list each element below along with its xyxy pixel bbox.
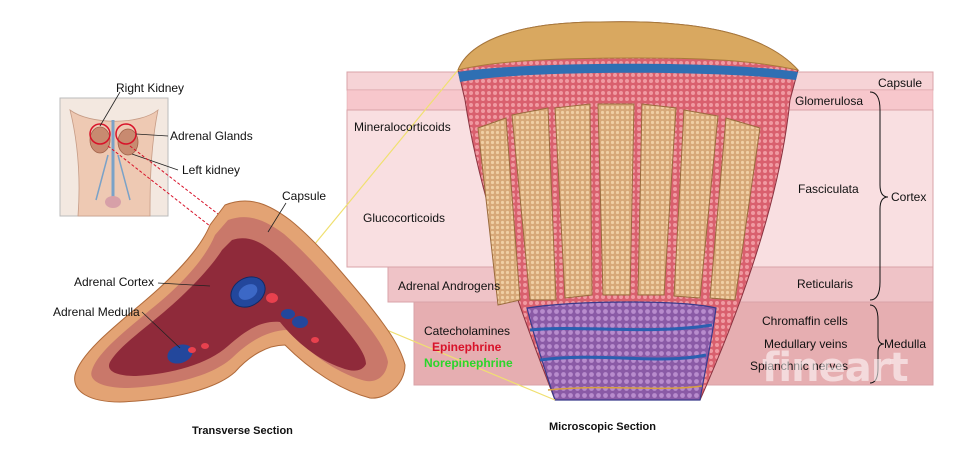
label-transverse-capsule: Capsule xyxy=(282,189,327,203)
label-adrenal-medulla: Adrenal Medulla xyxy=(53,305,140,319)
inset-dotted-1 xyxy=(107,145,211,227)
pointer-cortex xyxy=(157,282,211,287)
pointer-medulla xyxy=(141,311,181,349)
label-zone-glomerulosa: Glomerulosa xyxy=(795,94,864,108)
label-zone-capsule: Capsule xyxy=(878,76,923,90)
label-epinephrine: Epinephrine xyxy=(432,340,502,354)
pointer-capsule xyxy=(267,202,287,233)
medulla-bracket xyxy=(869,304,885,384)
caption-transverse-section: Transverse Section xyxy=(192,425,293,437)
microscopic-tissue xyxy=(457,21,800,401)
label-right-kidney: Right Kidney xyxy=(116,81,185,95)
label-glucocorticoids: Glucocorticoids xyxy=(363,211,446,225)
label-adrenal-glands: Adrenal Glands xyxy=(170,129,253,143)
label-mineralocorticoids: Mineralocorticoids xyxy=(354,120,451,134)
label-zone-reticularis: Reticularis xyxy=(797,277,854,291)
inset-dotted-2 xyxy=(129,145,219,215)
inset-pointer-adrenal xyxy=(135,133,169,137)
label-group-medulla: Medulla xyxy=(884,337,927,351)
transverse-section xyxy=(74,200,406,403)
label-zone-splanchnic-nerves: Splanchnic nerves xyxy=(750,359,849,373)
label-zone-fasciculata: Fasciculata xyxy=(798,182,859,196)
watermark-brand: fineart xyxy=(762,345,909,391)
inset-pointer-right-kidney xyxy=(99,91,121,127)
label-norepinephrine: Norepinephrine xyxy=(424,356,513,370)
label-zone-chromaffin-cells: Chromaffin cells xyxy=(762,314,848,328)
inset-pointer-left-kidney xyxy=(131,153,179,171)
label-adrenal-cortex: Adrenal Cortex xyxy=(74,275,155,289)
label-left-kidney: Left kidney xyxy=(182,163,241,177)
watermark-sub: america xyxy=(820,392,865,405)
label-catecholamines: Catecholamines xyxy=(424,324,511,338)
label-group-cortex: Cortex xyxy=(891,190,927,204)
zoom-line-top xyxy=(299,69,459,263)
caption-microscopic-section: Microscopic Section xyxy=(549,421,656,433)
label-adrenal-androgens: Adrenal Androgens xyxy=(398,279,501,293)
cortex-bracket xyxy=(869,91,889,301)
label-zone-medullary-veins: Medullary veins xyxy=(764,337,848,351)
body-inset xyxy=(59,97,169,217)
